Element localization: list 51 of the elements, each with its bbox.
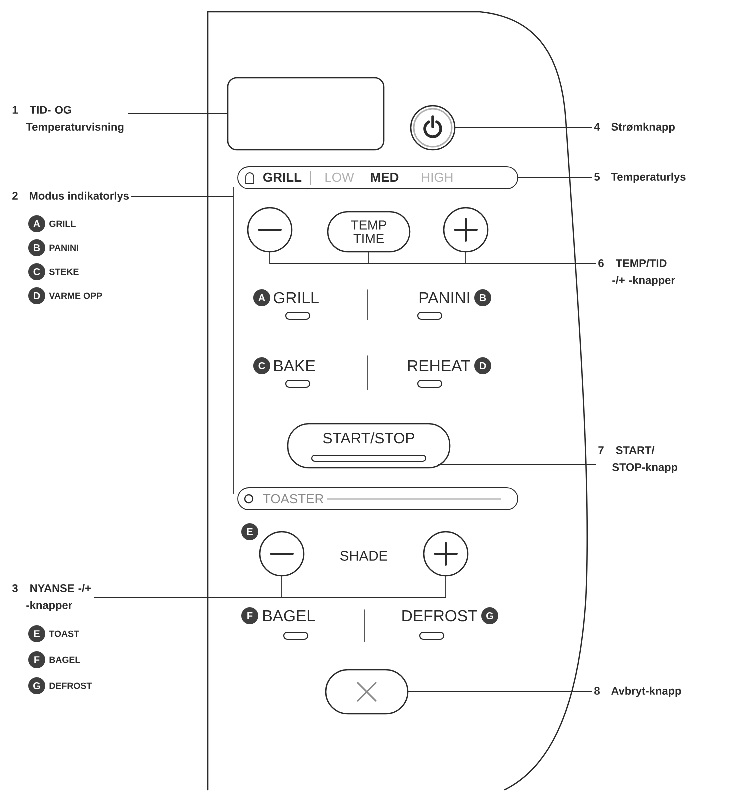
mode-label: PANINI xyxy=(420,292,470,304)
mode-label: BAKE xyxy=(274,360,316,372)
mode-label: PANINI xyxy=(50,244,78,252)
minus-button xyxy=(247,207,293,253)
callout-label: 3 NYANSE -/+ -knapper xyxy=(12,584,92,612)
letter-badge: G xyxy=(28,678,46,694)
plus-button xyxy=(423,531,469,577)
temperature-light-strip: GRILL LOW MED HIGH xyxy=(238,166,518,190)
mode-label: GRILL xyxy=(50,220,76,228)
callout-label: 1 TID- OG Temperaturvisning xyxy=(12,106,124,134)
callout-label: 7 START/ STOP-knapp xyxy=(598,446,678,474)
letter-badge: C xyxy=(254,358,270,374)
letter-badge: A xyxy=(254,290,270,306)
cancel-button xyxy=(325,669,409,715)
letter-badge: A xyxy=(28,216,46,232)
mode-label: BAGEL xyxy=(264,610,316,622)
leader-line xyxy=(131,196,234,198)
callout-label: 2 Modus indikatorlys xyxy=(12,192,130,202)
callout-label: 4 Strømknapp xyxy=(594,122,675,134)
letter-badge: F xyxy=(242,608,258,624)
callout-label: 8 Avbryt-knapp xyxy=(594,686,682,698)
mode-label: GRILL xyxy=(274,292,319,304)
letter-badge: E xyxy=(28,626,46,642)
letter-badge: G xyxy=(482,608,498,624)
mode-label: STEKE xyxy=(49,268,79,276)
leader-line xyxy=(438,464,596,466)
mode-label: VARME OPP xyxy=(49,292,102,300)
leader-line xyxy=(94,576,446,598)
mode-label: TOAST xyxy=(49,630,80,638)
mode-label: BAGEL xyxy=(50,656,80,664)
letter-badge: E xyxy=(242,524,258,540)
letter-badge: B xyxy=(28,240,46,256)
mode-label: DEFROST xyxy=(50,682,92,690)
letter-badge: C xyxy=(28,264,46,280)
start-stop-button: START/STOP xyxy=(287,423,451,469)
temp-time-button: TEMP TIME xyxy=(327,211,411,253)
letter-badge: D xyxy=(28,288,46,304)
letter-badge: B xyxy=(474,290,492,306)
letter-badge: D xyxy=(474,358,492,374)
shade-label: SHADE xyxy=(340,551,388,561)
callout-label: 6 TEMP/TID -/+ -knapper xyxy=(598,259,676,286)
callout-label: 5 Temperaturlys xyxy=(594,172,686,184)
toaster-light-strip: TOASTER xyxy=(238,488,518,510)
display-screen xyxy=(227,77,385,151)
letter-badge: F xyxy=(28,652,46,668)
minus-button xyxy=(259,531,305,577)
mode-label: REHEAT xyxy=(408,360,470,372)
plus-button xyxy=(443,207,489,253)
leader-line xyxy=(466,252,596,264)
power-button xyxy=(410,105,456,151)
mode-label: DEFROST xyxy=(402,610,478,622)
